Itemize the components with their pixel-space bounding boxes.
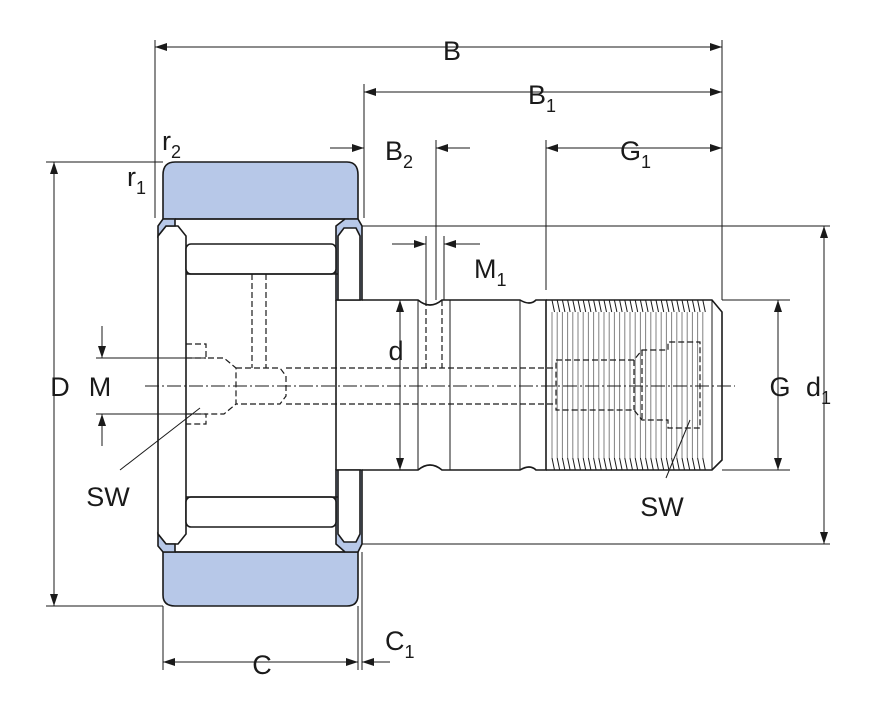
label-r1: r1	[127, 162, 146, 198]
label-G: G	[769, 372, 790, 402]
label-d: d	[388, 336, 403, 366]
outer-ring	[162, 161, 359, 607]
needle-rollers	[175, 218, 345, 553]
label-M1: M1	[474, 254, 507, 290]
label-SW-left: SW	[86, 482, 130, 512]
label-C: C	[252, 650, 272, 680]
label-SW-right: SW	[640, 492, 684, 522]
label-r2: r2	[162, 126, 181, 162]
label-D: D	[50, 372, 70, 402]
label-d1: d1	[806, 372, 831, 408]
extension-lines	[46, 40, 830, 670]
side-flange-right	[335, 218, 363, 553]
hidden-lines	[186, 274, 701, 429]
label-B: B	[443, 36, 461, 66]
dimension-labels: B B1 B2 G1 r2 r1 M1 D M d G d1 SW SW C C…	[50, 36, 831, 680]
label-G1: G1	[620, 136, 651, 172]
label-C1: C1	[385, 626, 415, 662]
label-M: M	[89, 372, 112, 402]
label-B1: B1	[528, 80, 556, 116]
thread-lines	[551, 299, 706, 471]
dimension-lines	[50, 43, 828, 666]
label-B2: B2	[385, 136, 413, 172]
